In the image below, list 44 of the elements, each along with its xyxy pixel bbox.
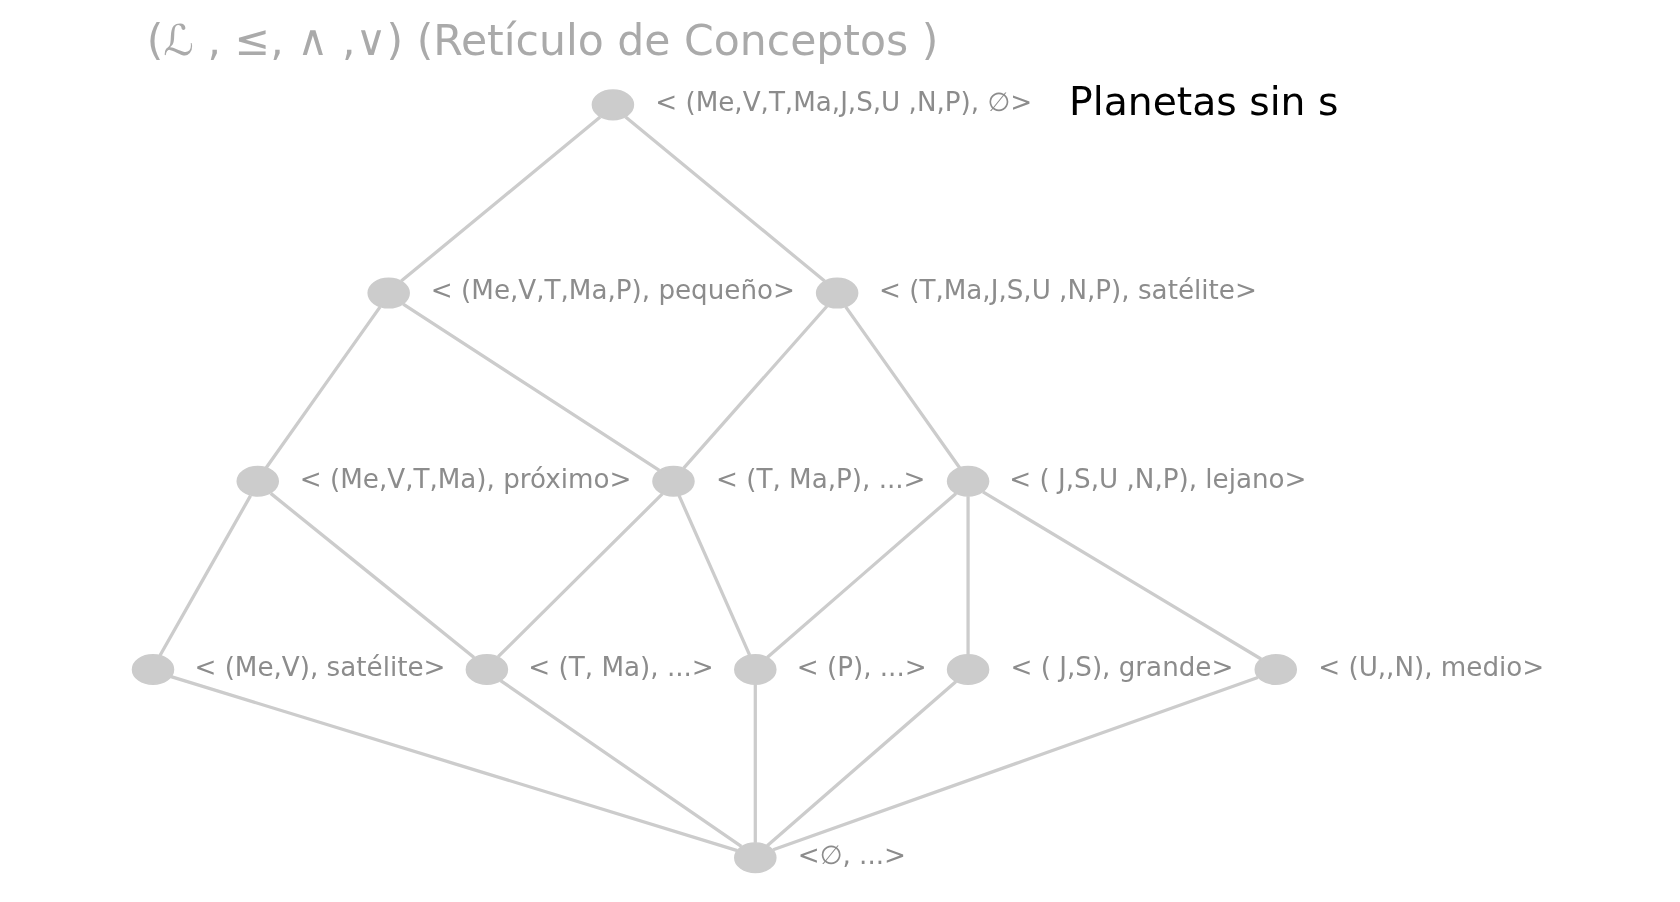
connector [677, 494, 752, 656]
connector [158, 494, 252, 657]
connector [766, 492, 958, 659]
connector [170, 675, 738, 853]
connector [982, 490, 1262, 661]
node-label: < (Me,V), satélite> [194, 651, 446, 682]
node-circle [946, 653, 990, 686]
connector [966, 496, 970, 655]
node-label: < (T,Ma,J,S,U ,N,P), satélite> [878, 275, 1257, 306]
node-label: < ( J,S), grande> [1010, 651, 1234, 682]
node-label: <∅, ...> [797, 839, 906, 870]
node-circle [236, 465, 280, 497]
node-label: < (P), ...> [796, 651, 927, 682]
connector [402, 302, 661, 472]
connector [753, 684, 757, 843]
node-circle [367, 277, 410, 309]
node-circle [946, 465, 990, 497]
node-label: < (U,,N), medio> [1318, 651, 1545, 682]
connector [499, 679, 743, 848]
node-circle [131, 653, 175, 686]
node-label: < (Me,V,T,Ma), próximo> [299, 463, 632, 494]
connector [497, 492, 664, 658]
node-circle [652, 465, 695, 497]
node-circle [815, 277, 859, 309]
node-label: < (T, Ma), ...> [528, 651, 714, 682]
label: Planetas sin s [1069, 78, 1339, 124]
node-label: < (Me,V,T,Ma,P), pequeño> [430, 275, 795, 306]
node-circle [734, 842, 777, 874]
node-circle [1254, 653, 1298, 686]
node-label: < (Me,V,T,Ma,J,S,U ,N,P), ∅> [655, 87, 1033, 118]
node-circle [465, 653, 509, 686]
connector [400, 115, 602, 283]
connector [844, 305, 961, 469]
diagram-title: (ℒ , ≤, ∧ ,∨) (Retículo de Conceptos ) [146, 16, 939, 66]
node-label: < (T, Ma,P), ...> [716, 463, 926, 494]
connector [682, 305, 829, 470]
node-circle [591, 89, 635, 121]
connector [269, 492, 476, 659]
connector [772, 675, 1259, 852]
connector [766, 680, 958, 847]
node-label: < ( J,S,U ,N,P), lejano> [1009, 463, 1307, 494]
connector [624, 115, 826, 283]
node-circle [734, 653, 777, 686]
connector [264, 305, 382, 469]
